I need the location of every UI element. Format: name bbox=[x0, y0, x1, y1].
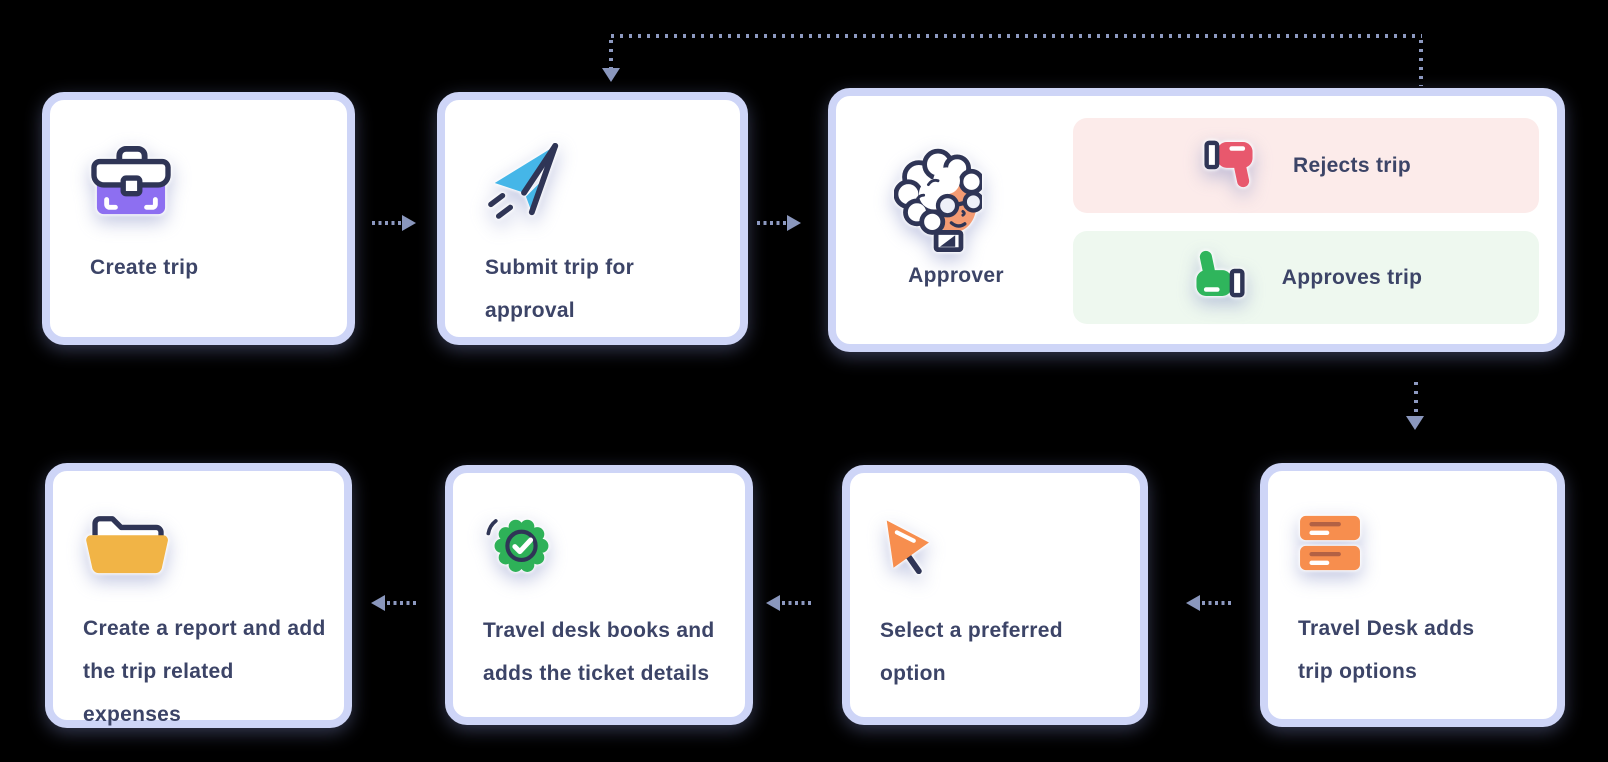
card-travel-desk-options-label: Travel Desk adds trip options bbox=[1298, 617, 1475, 683]
arrow-books-to-report-head-icon bbox=[371, 595, 385, 611]
arrow-select-to-books-head-icon bbox=[766, 595, 780, 611]
list-options-icon bbox=[1298, 497, 1543, 589]
arrow-approver-to-options-head-icon bbox=[1406, 416, 1424, 430]
reject-loop-right-segment bbox=[1419, 40, 1423, 86]
arrow-approver-to-options-dots bbox=[1414, 382, 1418, 416]
arrow-submit-to-approver-head-icon bbox=[787, 215, 801, 231]
outcome-rejects-trip-label: Rejects trip bbox=[1293, 153, 1411, 177]
outcome-rejects-trip: Rejects trip bbox=[1073, 118, 1539, 213]
card-create-report-label: Create a report and add the trip related… bbox=[83, 617, 326, 726]
reject-loop-arrowhead-down-icon bbox=[602, 68, 620, 82]
card-submit-trip-label: Submit trip for approval bbox=[485, 256, 635, 322]
card-select-option: Select a preferred option bbox=[842, 465, 1148, 725]
approver-outcomes: Rejects trip Approves trip bbox=[1073, 118, 1539, 324]
thumbs-up-icon bbox=[1190, 249, 1248, 306]
reject-loop-left-segment bbox=[609, 40, 613, 68]
card-create-report: Create a report and add the trip related… bbox=[45, 463, 352, 728]
card-approver-label: Approver bbox=[908, 264, 1004, 287]
card-travel-desk-books: Travel desk books and adds the ticket de… bbox=[445, 465, 753, 725]
cursor-arrow-icon bbox=[880, 499, 1126, 591]
badge-check-icon bbox=[483, 499, 731, 591]
arrow-create-to-submit-dots bbox=[372, 221, 401, 225]
briefcase-icon bbox=[90, 136, 331, 228]
outcome-approves-trip: Approves trip bbox=[1073, 231, 1539, 324]
arrow-create-to-submit-head-icon bbox=[402, 215, 416, 231]
approver-person-icon bbox=[893, 144, 985, 257]
card-create-trip: Create trip bbox=[42, 92, 355, 345]
arrow-options-to-select-head-icon bbox=[1186, 595, 1200, 611]
card-select-option-label: Select a preferred option bbox=[880, 619, 1063, 685]
outcome-approves-trip-label: Approves trip bbox=[1281, 265, 1423, 289]
arrow-select-to-books-dots bbox=[782, 601, 811, 605]
reject-loop-top-line bbox=[611, 34, 1422, 38]
card-submit-trip: Submit trip for approval bbox=[437, 92, 748, 345]
card-approver: Approver Rejects trip bbox=[828, 88, 1565, 352]
arrow-options-to-select-dots bbox=[1202, 601, 1233, 605]
paper-plane-icon bbox=[485, 136, 724, 228]
card-travel-desk-books-label: Travel desk books and adds the ticket de… bbox=[483, 619, 715, 685]
arrow-books-to-report-dots bbox=[387, 601, 416, 605]
card-create-trip-label: Create trip bbox=[90, 256, 199, 279]
card-travel-desk-options: Travel Desk adds trip options bbox=[1260, 463, 1565, 727]
arrow-submit-to-approver-dots bbox=[757, 221, 786, 225]
folder-icon bbox=[83, 497, 330, 589]
thumbs-down-icon bbox=[1201, 137, 1259, 194]
